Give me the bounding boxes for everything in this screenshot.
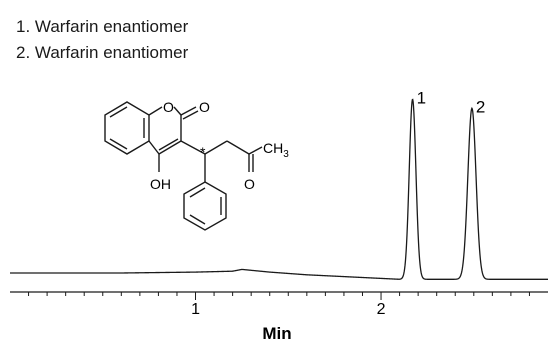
warfarin-structure — [104, 101, 263, 231]
x-tick-label: 2 — [377, 301, 386, 318]
x-tick-label: 1 — [191, 301, 200, 318]
ring-oxygen-label: O — [163, 99, 174, 115]
phenyl-ring — [183, 181, 227, 231]
hydroxyl-label: OH — [150, 176, 171, 192]
peak-label-2: 2 — [476, 97, 485, 116]
peak-legend: 1. Warfarin enantiomer 2. Warfarin enant… — [16, 14, 188, 66]
chromatogram-trace — [10, 98, 548, 280]
legend-item-2: 2. Warfarin enantiomer — [16, 43, 189, 62]
chiral-mark: * — [200, 144, 206, 160]
x-axis-title: Min — [262, 324, 291, 343]
ketone-oxygen-label: O — [244, 176, 255, 192]
peak-label-1: 1 — [417, 88, 426, 107]
carbonyl-oxygen-label: O — [199, 99, 210, 115]
methyl-label: CH3 — [263, 140, 289, 160]
legend-item-1: 1. Warfarin enantiomer — [16, 17, 189, 36]
benzo-ring — [104, 101, 150, 155]
